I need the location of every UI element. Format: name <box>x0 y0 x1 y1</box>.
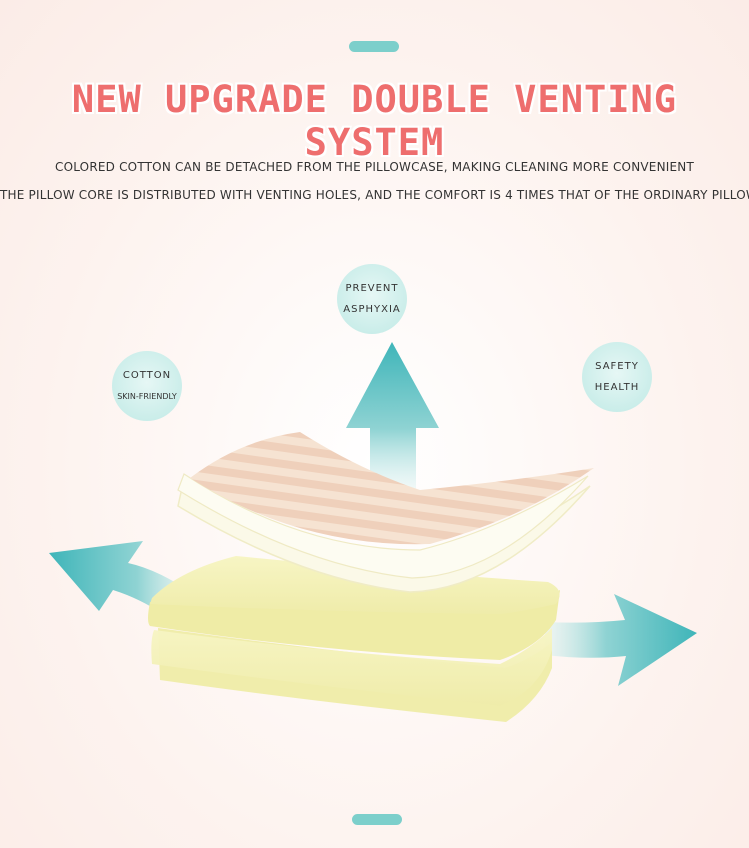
page-title: NEW UPGRADE DOUBLE VENTING SYSTEM <box>71 78 678 164</box>
description-line-2: THE PILLOW CORE IS DISTRIBUTED WITH VENT… <box>0 188 749 202</box>
colored-cotton-layer <box>190 432 594 545</box>
feature-label-secondary: HEALTH <box>594 382 640 393</box>
up-arrow <box>346 342 439 500</box>
feature-label-primary: COTTON <box>122 370 172 381</box>
feature-cotton-skin-friendly: COTTON SKIN-FRIENDLY <box>112 351 182 421</box>
feature-label-primary: PREVENT <box>345 283 399 294</box>
feature-label-secondary: ASPHYXIA <box>343 304 401 315</box>
right-arrow <box>545 594 697 686</box>
feature-prevent-asphyxia: PREVENT ASPHYXIA <box>337 264 407 334</box>
feature-label-secondary: SKIN-FRIENDLY <box>117 392 177 401</box>
description-line-1: COLORED COTTON CAN BE DETACHED FROM THE … <box>55 160 694 174</box>
feature-safety-health: SAFETY HEALTH <box>582 342 652 412</box>
bottom-decoration-bar <box>352 814 402 825</box>
feature-label-primary: SAFETY <box>595 361 639 372</box>
top-decoration-bar <box>349 41 399 52</box>
